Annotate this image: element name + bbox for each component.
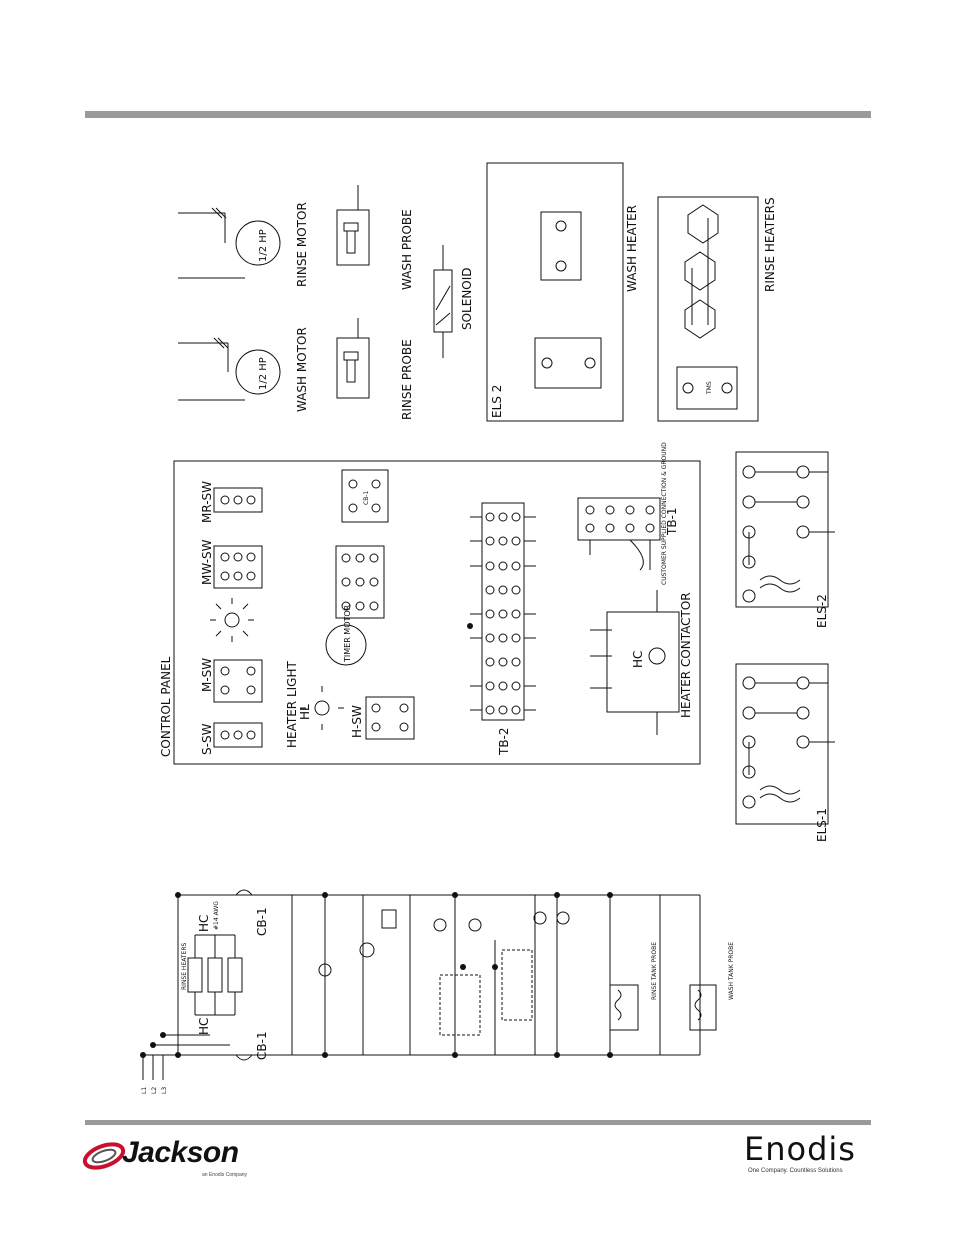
solenoid-symbol — [433, 245, 453, 358]
ladder-wire-gauge: #14 AWG — [213, 901, 220, 930]
els2-box-label: ELS 2 — [490, 385, 504, 418]
ladder-rinse-heaters: RINSE HEATERS — [181, 943, 188, 991]
timer-motor-label: TIMER MOTOR — [343, 604, 352, 663]
jackson-logo: Jackson an Enodis Company — [82, 1130, 272, 1190]
rinse-heaters-box — [657, 196, 759, 422]
ladder-cb1-bottom: CB-1 — [255, 1031, 269, 1060]
rinse-motor-label: RINSE MOTOR — [295, 202, 309, 287]
m-sw-label: M-SW — [200, 658, 214, 692]
ladder-l2: L2 — [151, 1087, 158, 1094]
wash-probe-label: WASH PROBE — [400, 209, 414, 290]
wash-motor-hp: 1/2 HP — [258, 357, 269, 390]
jackson-subline: an Enodis Company — [202, 1172, 248, 1178]
h-sw-label: H-SW — [350, 705, 364, 738]
ladder-rinse-probe-note: RINSE TANK PROBE — [651, 942, 658, 1000]
footer-rule — [85, 1120, 871, 1125]
tb2-terminals — [485, 512, 521, 715]
heater-light-label: HEATER LIGHT — [285, 661, 299, 748]
rinse-motor — [178, 207, 281, 279]
enodis-wordmark: Enodis — [744, 1130, 856, 1168]
ladder-hc-top: HC — [197, 915, 211, 932]
els2-module — [735, 451, 835, 608]
ladder-l1: L1 — [141, 1087, 148, 1094]
rinse-motor-hp: 1/2 HP — [258, 229, 269, 262]
mw-sw-label: MW-SW — [200, 539, 214, 585]
ladder-cb1-top: CB-1 — [255, 907, 269, 936]
enodis-logo: Enodis One Company. Countless Solutions — [740, 1130, 872, 1182]
wash-probe-symbol — [336, 185, 370, 266]
enodis-tagline: One Company. Countless Solutions — [748, 1168, 843, 1174]
control-panel-box — [173, 460, 701, 765]
s-sw-label: S-SW — [200, 723, 214, 755]
cb1-label: CB-1 — [363, 491, 370, 505]
ladder-l3: L3 — [161, 1087, 168, 1094]
jackson-wordmark: Jackson — [122, 1136, 239, 1169]
jackson-swoosh-icon — [82, 1142, 126, 1170]
tb1-label: TB-1 — [665, 507, 679, 536]
wash-motor — [178, 337, 281, 401]
control-panel-title: CONTROL PANEL — [159, 656, 173, 757]
hl-label: HL — [298, 704, 312, 720]
ladder-hc-bottom: HC — [197, 1018, 211, 1035]
rinse-heaters-title: RINSE HEATERS — [763, 197, 777, 292]
rinse-probe-symbol — [336, 318, 370, 399]
tms-label: TMS — [706, 381, 713, 395]
header-rule — [85, 111, 871, 118]
mr-sw-label: MR-SW — [200, 481, 214, 523]
ladder-diagram — [142, 889, 717, 1080]
tb2-label: TB-2 — [497, 727, 511, 756]
wash-motor-label: WASH MOTOR — [295, 327, 309, 412]
ladder-wash-probe-note: WASH TANK PROBE — [728, 942, 735, 1000]
heater-contactor-label: HEATER CONTACTOR — [679, 592, 693, 718]
hc-label: HC — [631, 651, 645, 668]
els1-module — [735, 663, 835, 825]
els2-label: ELS-2 — [815, 594, 829, 628]
solenoid-label: SOLENOID — [460, 267, 474, 330]
rinse-probe-label: RINSE PROBE — [400, 339, 414, 420]
els1-label: ELS-1 — [815, 808, 829, 842]
wash-heater-title: WASH HEATER — [625, 205, 639, 292]
wash-heater-box — [486, 162, 624, 422]
customer-note: CUSTOMER SUPPLIED CONNECTION & GROUND — [661, 442, 668, 585]
